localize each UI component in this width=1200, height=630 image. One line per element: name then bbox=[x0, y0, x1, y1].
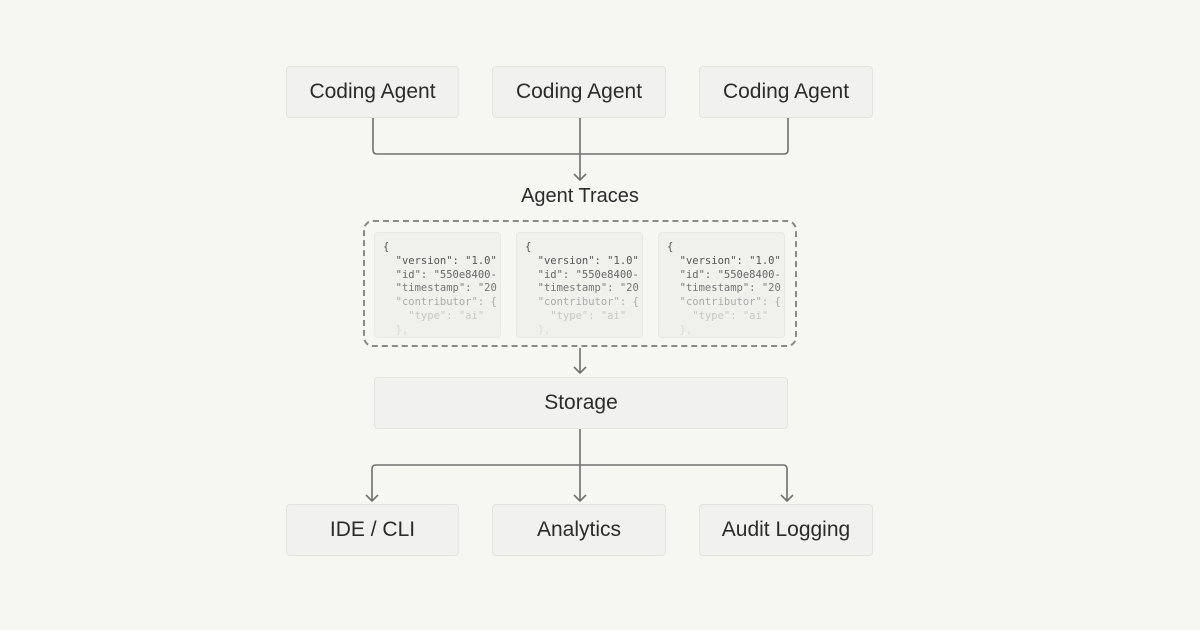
trace-code-line: "type": "ai" bbox=[667, 309, 769, 322]
connector-consumers-bar bbox=[371, 464, 788, 501]
trace-code-line: { bbox=[667, 241, 674, 253]
audit-logging-box: Audit Logging bbox=[699, 504, 873, 556]
trace-code-line: "version": "1.0" bbox=[383, 254, 497, 267]
coding-agent-box-3: Coding Agent bbox=[699, 66, 873, 118]
trace-card-1: { "version": "1.0" "id": "550e8400- "tim… bbox=[374, 232, 501, 338]
trace-code-line: { bbox=[383, 241, 390, 253]
trace-code-line: "id": "550e8400- bbox=[525, 268, 639, 281]
storage-box: Storage bbox=[374, 377, 788, 429]
arrow-head-audit bbox=[780, 494, 794, 503]
agent-traces-title: Agent Traces bbox=[521, 185, 639, 207]
trace-code-line: }, bbox=[383, 323, 409, 336]
trace-code-line: "type": "ai" bbox=[383, 309, 485, 322]
ide-cli-box: IDE / CLI bbox=[286, 504, 459, 556]
trace-code-line: "contributor": { bbox=[383, 296, 497, 309]
trace-code-line: "timestamp": "20 bbox=[667, 282, 781, 295]
analytics-box: Analytics bbox=[492, 504, 666, 556]
trace-code-line: "timestamp": "20 bbox=[383, 282, 497, 295]
coding-agent-box-1: Coding Agent bbox=[286, 66, 459, 118]
trace-code-line: "id": "550e8400- bbox=[383, 268, 497, 281]
arrow-head-ide bbox=[365, 494, 379, 503]
trace-card-2: { "version": "1.0" "id": "550e8400- "tim… bbox=[516, 232, 643, 338]
trace-code-line: "type": "ai" bbox=[525, 309, 627, 322]
trace-code-line: }, bbox=[525, 323, 551, 336]
trace-code-line: "timestamp": "20 bbox=[525, 282, 639, 295]
arrow-head-analytics bbox=[573, 494, 587, 503]
coding-agent-box-2: Coding Agent bbox=[492, 66, 666, 118]
trace-code-line: "version": "1.0" bbox=[525, 254, 639, 267]
trace-card-3: { "version": "1.0" "id": "550e8400- "tim… bbox=[658, 232, 785, 338]
trace-code-line: "contributor": { bbox=[525, 296, 639, 309]
trace-code-line: { bbox=[525, 241, 532, 253]
arrow-head-storage bbox=[573, 366, 587, 375]
agent-traces-group bbox=[363, 220, 797, 347]
trace-code-line: "contributor": { bbox=[667, 296, 781, 309]
trace-code-line: "version": "1.0" bbox=[667, 254, 781, 267]
trace-code-line: }, bbox=[667, 323, 693, 336]
arrow-head-traces bbox=[573, 173, 587, 182]
trace-code-line: "id": "550e8400- bbox=[667, 268, 781, 281]
